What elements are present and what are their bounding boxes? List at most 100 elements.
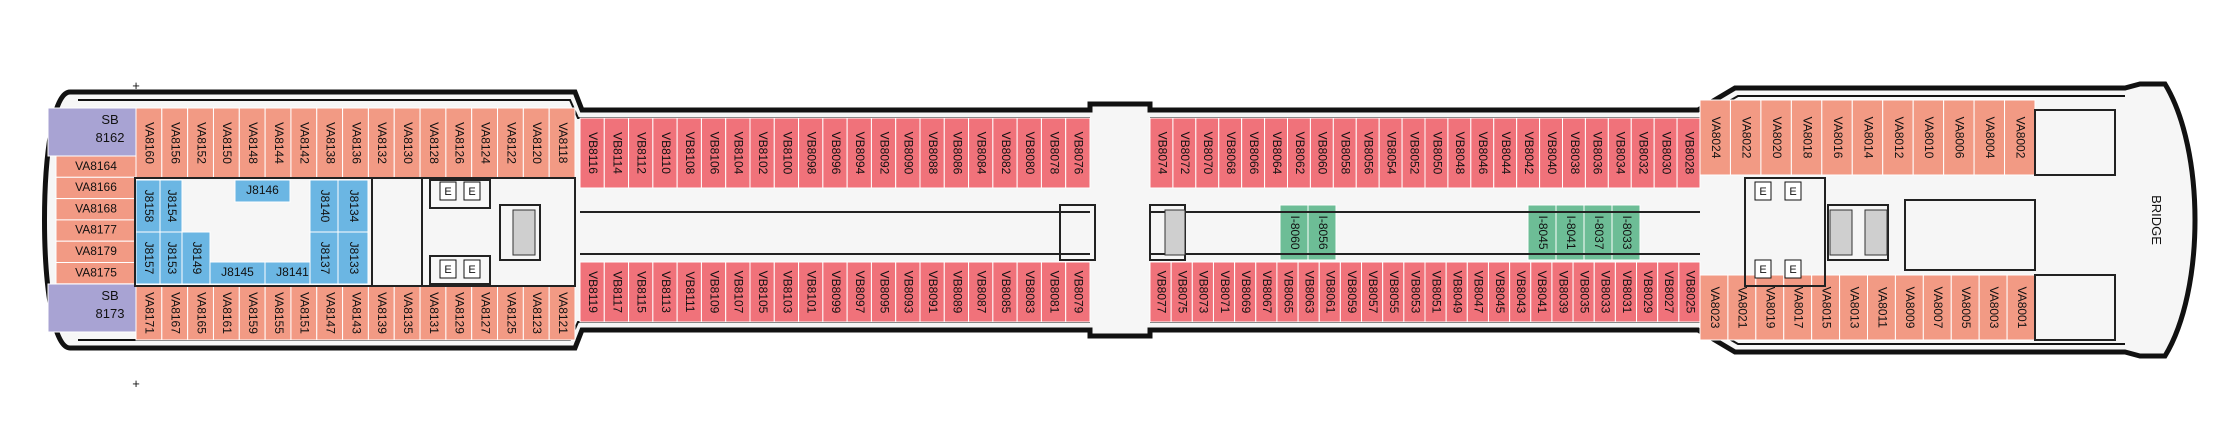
- cabin-va8014[interactable]: VA8014: [1851, 99, 1884, 176]
- cabin-va8159[interactable]: VA8159: [238, 285, 266, 341]
- cabin-j8146[interactable]: J8146: [234, 179, 291, 203]
- cabin-va8125[interactable]: VA8125: [497, 285, 524, 341]
- cabin-va8121[interactable]: VA8121: [548, 285, 576, 341]
- cabin-va8167[interactable]: VA8167: [161, 285, 189, 341]
- cabin-vb8029[interactable]: VB8029: [1636, 261, 1659, 323]
- cabin-vb8065[interactable]: VB8065: [1276, 261, 1299, 323]
- cabin-va8156[interactable]: VA8156: [161, 107, 189, 179]
- cabin-vb8088[interactable]: VB8088: [919, 117, 945, 189]
- cabin-j8153[interactable]: J8153: [159, 231, 183, 285]
- cabin-vb8038[interactable]: VB8038: [1562, 117, 1586, 189]
- cabin-vb8068[interactable]: VB8068: [1218, 117, 1243, 189]
- cabin-vb8064[interactable]: VB8064: [1264, 117, 1289, 189]
- cabin-va8123[interactable]: VA8123: [522, 285, 550, 341]
- cabin-vb8078[interactable]: VB8078: [1040, 117, 1067, 189]
- cabin-vb8069[interactable]: VB8069: [1234, 261, 1257, 323]
- cabin-vb8047[interactable]: VB8047: [1466, 261, 1489, 323]
- cabin-vb8103[interactable]: VB8103: [773, 261, 800, 323]
- cabin-va8012[interactable]: VA8012: [1882, 99, 1914, 176]
- cabin-vb8028[interactable]: VB8028: [1676, 117, 1701, 189]
- cabin-va8016[interactable]: VA8016: [1821, 99, 1853, 176]
- cabin-va8177[interactable]: VA8177: [55, 219, 137, 242]
- cabin-j8149[interactable]: J8149: [181, 231, 211, 285]
- cabin-vb8032[interactable]: VB8032: [1630, 117, 1655, 189]
- cabin-va8023[interactable]: VA8023: [1699, 274, 1729, 341]
- cabin-j8137[interactable]: J8137: [309, 231, 339, 285]
- cabin-j8154[interactable]: J8154: [159, 179, 183, 233]
- cabin-vb8100[interactable]: VB8100: [773, 117, 800, 189]
- cabin-vb8113[interactable]: VB8113: [652, 261, 678, 323]
- cabin-vb8115[interactable]: VB8115: [628, 261, 654, 323]
- cabin-vb8116[interactable]: VB8116: [579, 117, 605, 189]
- cabin-vb8094[interactable]: VB8094: [846, 117, 872, 189]
- cabin-va8011[interactable]: VA8011: [1867, 274, 1896, 341]
- cabin-vb8084[interactable]: VB8084: [968, 117, 994, 189]
- cabin-vb8058[interactable]: VB8058: [1332, 117, 1357, 189]
- cabin-va8017[interactable]: VA8017: [1783, 274, 1813, 341]
- cabin-vb8097[interactable]: VB8097: [846, 261, 872, 323]
- cabin-vb8059[interactable]: VB8059: [1339, 261, 1363, 323]
- cabin-vb8108[interactable]: VB8108: [676, 117, 702, 189]
- cabin-vb8046[interactable]: VB8046: [1470, 117, 1495, 189]
- cabin-vb8034[interactable]: VB8034: [1607, 117, 1632, 189]
- cabin-vb8073[interactable]: VB8073: [1191, 261, 1214, 323]
- aft-suite-top[interactable]: SB 8162: [47, 107, 137, 157]
- cabin-vb8074[interactable]: VB8074: [1149, 117, 1174, 189]
- cabin-va8127[interactable]: VA8127: [471, 285, 499, 341]
- cabin-va8004[interactable]: VA8004: [1973, 99, 2006, 176]
- cabin-vb8039[interactable]: VB8039: [1551, 261, 1574, 323]
- cabin-vb8110[interactable]: VB8110: [652, 117, 678, 189]
- cabin-vb8042[interactable]: VB8042: [1516, 117, 1541, 189]
- cabin-i-8056[interactable]: I-8056: [1307, 204, 1337, 261]
- cabin-vb8114[interactable]: VB8114: [603, 117, 630, 189]
- cabin-vb8036[interactable]: VB8036: [1584, 117, 1609, 189]
- cabin-vb8092[interactable]: VB8092: [870, 117, 897, 189]
- cabin-va8003[interactable]: VA8003: [1978, 274, 2008, 341]
- cabin-va8005[interactable]: VA8005: [1950, 274, 1980, 341]
- cabin-va8150[interactable]: VA8150: [212, 107, 240, 179]
- cabin-va8128[interactable]: VA8128: [419, 107, 447, 179]
- cabin-vb8061[interactable]: VB8061: [1318, 261, 1341, 323]
- cabin-va8126[interactable]: VA8126: [445, 107, 473, 179]
- cabin-va8165[interactable]: VA8165: [187, 285, 214, 341]
- cabin-vb8085[interactable]: VB8085: [992, 261, 1018, 323]
- cabin-vb8049[interactable]: VB8049: [1445, 261, 1468, 323]
- cabin-vb8066[interactable]: VB8066: [1241, 117, 1266, 189]
- cabin-va8135[interactable]: VA8135: [393, 285, 421, 341]
- cabin-va8006[interactable]: VA8006: [1943, 99, 1975, 176]
- cabin-vb8091[interactable]: VB8091: [919, 261, 945, 323]
- cabin-va8019[interactable]: VA8019: [1755, 274, 1785, 341]
- cabin-va8138[interactable]: VA8138: [316, 107, 344, 179]
- cabin-va8144[interactable]: VA8144: [264, 107, 292, 179]
- cabin-vb8089[interactable]: VB8089: [943, 261, 970, 323]
- cabin-i-8041[interactable]: I-8041: [1555, 204, 1585, 261]
- cabin-va8009[interactable]: VA8009: [1894, 274, 1924, 341]
- cabin-va8124[interactable]: VA8124: [471, 107, 499, 179]
- cabin-vb8072[interactable]: VB8072: [1172, 117, 1197, 189]
- cabin-vb8099[interactable]: VB8099: [822, 261, 848, 323]
- cabin-va8139[interactable]: VA8139: [367, 285, 395, 341]
- cabin-va8020[interactable]: VA8020: [1760, 99, 1792, 176]
- cabin-vb8040[interactable]: VB8040: [1539, 117, 1564, 189]
- cabin-va8136[interactable]: VA8136: [342, 107, 369, 179]
- cabin-va8021[interactable]: VA8021: [1727, 274, 1757, 341]
- cabin-vb8090[interactable]: VB8090: [895, 117, 921, 189]
- cabin-vb8071[interactable]: VB8071: [1212, 261, 1236, 323]
- cabin-va8151[interactable]: VA8151: [290, 285, 318, 341]
- cabin-vb8050[interactable]: VB8050: [1424, 117, 1449, 189]
- cabin-vb8106[interactable]: VB8106: [700, 117, 727, 189]
- cabin-va8132[interactable]: VA8132: [367, 107, 395, 179]
- cabin-vb8031[interactable]: VB8031: [1614, 261, 1638, 323]
- cabin-vb8063[interactable]: VB8063: [1297, 261, 1320, 323]
- cabin-va8161[interactable]: VA8161: [212, 285, 240, 341]
- cabin-vb8033[interactable]: VB8033: [1593, 261, 1616, 323]
- cabin-vb8052[interactable]: VB8052: [1401, 117, 1426, 189]
- cabin-i-8037[interactable]: I-8037: [1583, 204, 1613, 261]
- cabin-va8164[interactable]: VA8164: [55, 155, 137, 178]
- cabin-j8157[interactable]: J8157: [135, 231, 161, 285]
- cabin-va8168[interactable]: VA8168: [55, 198, 137, 221]
- cabin-vb8062[interactable]: VB8062: [1287, 117, 1311, 189]
- cabin-va8142[interactable]: VA8142: [290, 107, 318, 179]
- cabin-vb8044[interactable]: VB8044: [1493, 117, 1518, 189]
- cabin-va8155[interactable]: VA8155: [264, 285, 292, 341]
